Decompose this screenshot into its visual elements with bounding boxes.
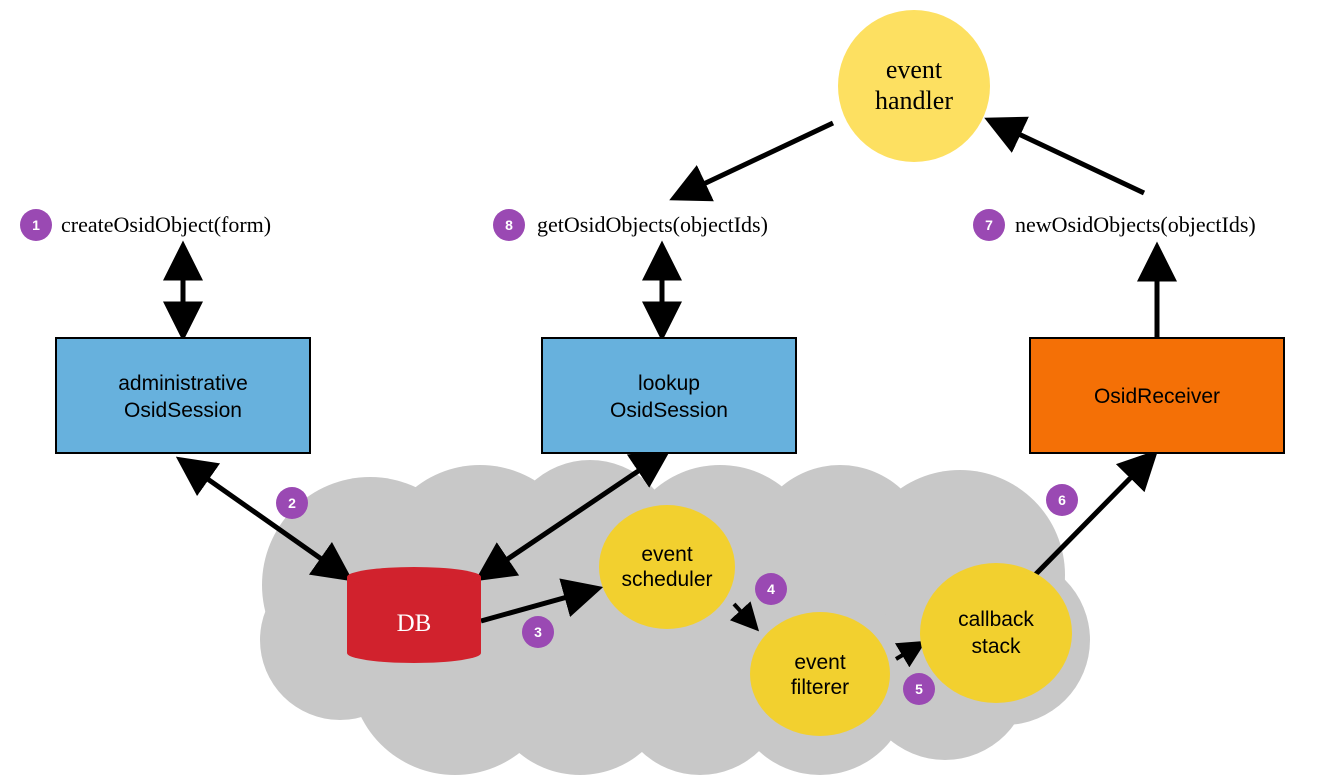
arrow-db-scheduler [480,578,604,624]
lookup-session-box: lookup OsidSession [541,337,797,454]
event-handler-node: event handler [838,10,990,162]
event-handler-label-line2: handler [875,86,953,115]
arrows [163,116,1177,668]
step-badge-2: 2 [276,487,308,519]
step-badge-5-label: 5 [915,681,923,697]
step-badge-7: 7 [973,209,1005,241]
step-badge-2-label: 2 [288,495,296,511]
event-filterer-node: event filterer [750,612,890,736]
step-badge-6-label: 6 [1058,492,1066,508]
event-filterer-label-line2: filterer [791,676,849,699]
lookup-session-label-line2: OsidSession [610,399,728,422]
event-scheduler-label-line2: scheduler [621,568,712,591]
step-badge-6: 6 [1046,484,1078,516]
event-handler-label-line1: event [886,55,943,84]
step-badge-8-label: 8 [505,217,513,233]
db-cylinder: DB [347,567,481,663]
step-badge-8: 8 [493,209,525,241]
osid-receiver-box: OsidReceiver [1029,337,1285,454]
call-create-osid-object: createOsidObject(form) [61,212,271,237]
admin-session-box: administrative OsidSession [55,337,311,454]
step-badge-5: 5 [903,673,935,705]
callback-stack-label-line1: callback [958,608,1034,631]
db-label: DB [397,610,432,637]
arrow-callback-receiver [1031,449,1159,579]
arrow-admin-db [175,456,354,582]
call-new-osid-objects: newOsidObjects(objectIds) [1015,212,1256,237]
callback-stack-node: callback stack [920,563,1072,703]
step-badge-3-label: 3 [534,624,542,640]
event-scheduler-label-line1: event [641,543,693,566]
step-badge-3: 3 [522,616,554,648]
event-filterer-label-line1: event [794,651,846,674]
admin-session-label-line1: administrative [118,372,248,395]
osid-receiver-label: OsidReceiver [1094,385,1220,408]
step-badges: 1 2 3 4 5 6 7 8 [20,209,1078,705]
lookup-session-label-line1: lookup [638,372,700,395]
callback-stack-label-line2: stack [971,635,1021,658]
admin-session-label-line2: OsidSession [124,399,242,422]
step-badge-4-label: 4 [767,581,775,597]
arrow-new-handler [984,116,1146,196]
event-scheduler-node: event scheduler [599,505,735,629]
arrow-lookup-db [474,448,672,582]
step-badge-4: 4 [755,573,787,605]
arrow-filterer-callback [894,640,927,668]
step-badge-7-label: 7 [985,217,993,233]
step-badge-1-label: 1 [32,217,40,233]
call-get-osid-objects: getOsidObjects(objectIds) [537,212,768,237]
step-badge-1: 1 [20,209,52,241]
arrow-handler-get [669,120,835,202]
arrow-scheduler-filterer [729,601,760,632]
